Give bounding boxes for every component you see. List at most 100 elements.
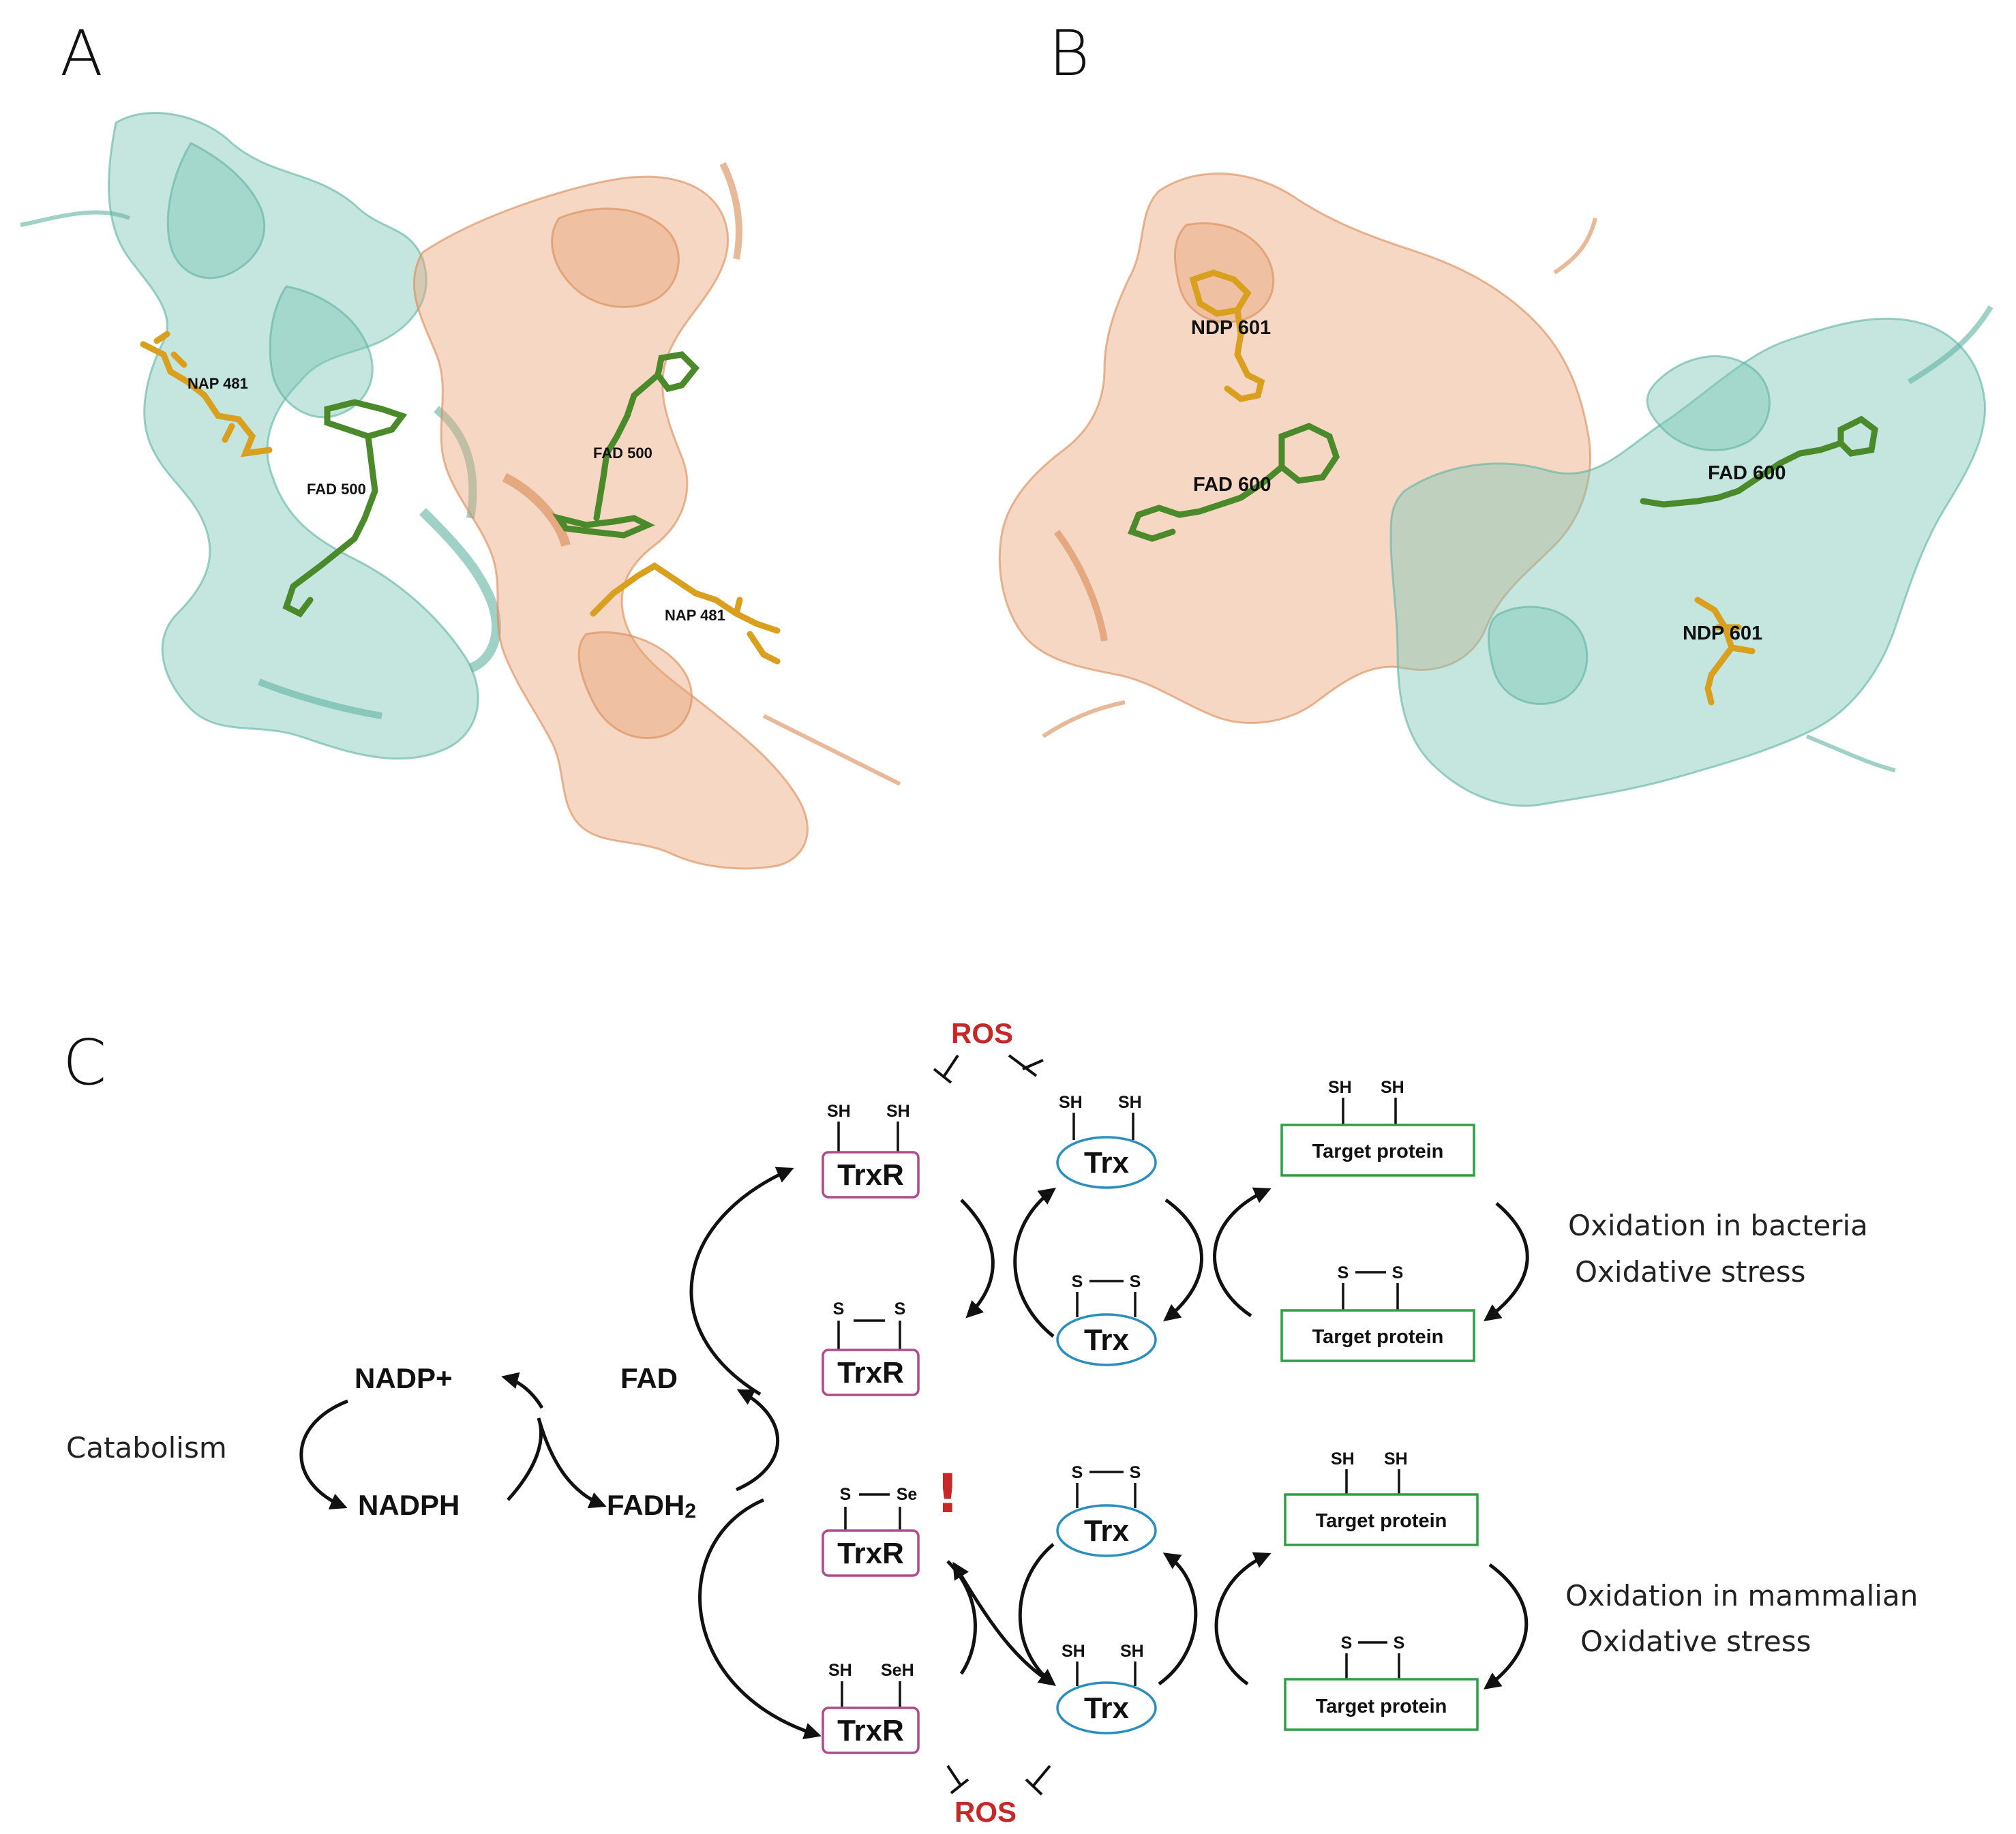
bacteria-line-1: Oxidation in bacteria	[1568, 1209, 1868, 1242]
trxr3-label: TrxR	[837, 1537, 904, 1570]
arc-target3-to-target4	[1483, 1563, 1529, 1689]
panel-b: B	[998, 17, 1994, 807]
arc-target1-to-target2	[1483, 1202, 1529, 1321]
trxr3-s-left: S	[840, 1485, 852, 1504]
arc-fad-to-trxr-top	[689, 1167, 794, 1396]
target4-label: Target protein	[1316, 1696, 1447, 1717]
trx2-label: Trx	[1084, 1323, 1130, 1357]
nadp-plus-label: NADP+	[355, 1362, 453, 1394]
panel-a-label-fad-500-1: FAD 500	[307, 481, 366, 498]
panel-a-label-fad-500-2: FAD 500	[593, 445, 652, 462]
trx3-s-right: S	[1130, 1463, 1141, 1482]
target2-s-right: S	[1392, 1263, 1404, 1282]
trxr1-rect	[822, 1151, 920, 1199]
trx-ellipse-4: SH SH Trx	[1056, 1642, 1157, 1734]
arc-trx1-to-trx2	[1163, 1198, 1203, 1322]
target-box-2: S S Target protein	[1280, 1263, 1475, 1362]
trxr4-sh-left: SH	[828, 1661, 852, 1680]
panel-a-orange-chain	[412, 162, 901, 870]
trxr4-label: TrxR	[837, 1714, 904, 1747]
panel-b-label-fad-600-2: FAD 600	[1708, 462, 1786, 484]
arc-nadp-to-nadph	[299, 1399, 348, 1509]
target3-rect	[1284, 1493, 1479, 1546]
ros-bottom-inhib-right-bar	[1025, 1778, 1043, 1796]
trxr3-exclamation: !	[935, 1464, 960, 1525]
ros-top-label: ROS	[951, 1017, 1013, 1049]
panel-a-fad-ligand-2	[552, 351, 700, 539]
fad-label: FAD	[620, 1362, 678, 1394]
target-box-1: SH SH Target protein	[1280, 1078, 1475, 1177]
ros-top-inhib-left	[943, 1054, 959, 1077]
fadh2-subscript: 2	[684, 1500, 696, 1522]
trxr1-label: TrxR	[837, 1158, 904, 1192]
trxr-box-4: SH SeH TrxR	[822, 1661, 920, 1754]
mammalian-line-1: Oxidation in mammalian	[1565, 1579, 1918, 1612]
ros-bottom-inhib-left	[946, 1764, 963, 1788]
target4-rect	[1284, 1678, 1479, 1731]
target4-s-right: S	[1394, 1634, 1405, 1653]
trxr2-rect	[822, 1349, 920, 1396]
target2-rect	[1280, 1309, 1475, 1362]
panel-b-fad-ligand-2	[1640, 415, 1878, 508]
trx2-s-left: S	[1072, 1272, 1083, 1291]
trxr2-s-left: S	[833, 1299, 845, 1319]
panel-c-letter: C	[63, 1026, 106, 1099]
trx3-s-left: S	[1072, 1463, 1083, 1482]
panel-b-label-ndp-601-1: NDP 601	[1191, 317, 1271, 339]
trx-ellipse-1: SH SH Trx	[1056, 1093, 1157, 1189]
trxr2-s-right: S	[894, 1299, 906, 1319]
ros-bottom-inhib-right	[1032, 1764, 1051, 1788]
catabolism-label: Catabolism	[66, 1431, 227, 1464]
target3-label: Target protein	[1316, 1510, 1447, 1532]
arc-nadph-to-fadh2	[507, 1417, 607, 1509]
trx4-sh-right: SH	[1120, 1642, 1144, 1661]
trxr4-rect	[822, 1707, 920, 1754]
mammalian-line-2: Oxidative stress	[1580, 1625, 1811, 1658]
ros-top-inhib-right	[1008, 1054, 1038, 1077]
target2-s-left: S	[1338, 1263, 1349, 1282]
trxr1-sh-right: SH	[886, 1102, 910, 1121]
trxr-box-3: S Se TrxR !	[822, 1464, 960, 1577]
ros-bottom-inhib-left-bar	[950, 1778, 969, 1794]
target3-sh-left: SH	[1331, 1449, 1355, 1469]
panel-a-teal-chain	[20, 112, 501, 760]
panel-a-letter: A	[60, 17, 103, 90]
trxr3-se-right: Se	[897, 1485, 918, 1504]
trxr1-sh-left: SH	[827, 1102, 851, 1121]
trx4-shape	[1056, 1681, 1157, 1734]
arc-fadh2-to-fad	[735, 1389, 780, 1492]
ros-bottom-label: ROS	[954, 1796, 1017, 1828]
target1-sh-left: SH	[1328, 1078, 1352, 1097]
ros-top-inhib-left-bar	[933, 1068, 952, 1084]
panel-a: A	[20, 17, 901, 870]
trx1-sh-right: SH	[1118, 1093, 1142, 1112]
trxr3-rect	[822, 1529, 920, 1577]
target2-label: Target protein	[1312, 1326, 1444, 1348]
trxr4-seh-right: SeH	[881, 1661, 914, 1680]
trx3-label: Trx	[1084, 1514, 1130, 1548]
arc-trx2-to-trx1	[1013, 1188, 1057, 1338]
panel-c: C Catabolism NADP+ NADPH FAD FADH2 ROS R…	[63, 1017, 1918, 1828]
panel-a-nap-ligand-1	[140, 331, 273, 457]
panel-b-ndp-ligand-1	[1189, 269, 1265, 402]
target3-sh-right: SH	[1384, 1449, 1408, 1469]
trx4-sh-left: SH	[1062, 1642, 1085, 1661]
trx2-shape	[1056, 1313, 1157, 1366]
panel-b-teal-chain	[1389, 305, 1994, 807]
panel-a-fad-ligand-1	[282, 399, 408, 618]
panel-a-label-nap-481-2: NAP 481	[665, 607, 725, 624]
fadh2-base: FADH	[607, 1489, 684, 1521]
trx3-shape	[1056, 1504, 1157, 1557]
arc-trx4-to-trx3	[1158, 1552, 1198, 1686]
trx2-s-right: S	[1130, 1272, 1141, 1291]
target1-rect	[1280, 1124, 1475, 1177]
trxr-box-1: SH SH TrxR	[822, 1102, 920, 1199]
arc-to-nadp	[501, 1372, 544, 1409]
trx1-label: Trx	[1084, 1146, 1130, 1179]
panel-b-orange-chain	[998, 172, 1597, 738]
trx4-label: Trx	[1084, 1692, 1130, 1725]
panel-b-ndp-ligand-2	[1694, 597, 1756, 706]
trx-ellipse-3: S S Trx	[1056, 1463, 1157, 1557]
target1-label: Target protein	[1312, 1141, 1444, 1162]
